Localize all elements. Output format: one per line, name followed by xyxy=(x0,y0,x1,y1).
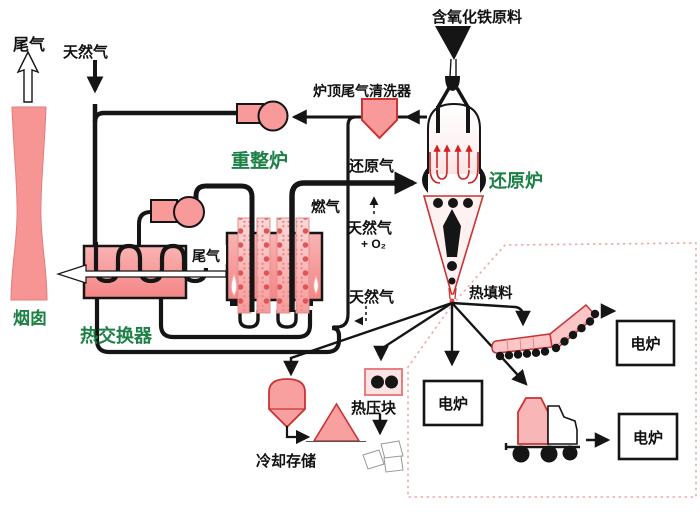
label-electric-furnace-bottom: 电炉 xyxy=(633,429,663,447)
label-natural-gas-top: 天然气 xyxy=(63,43,108,61)
reformer-feed-pipe xyxy=(193,183,255,312)
label-reduction-furnace: 还原炉 xyxy=(488,170,543,191)
discharge-lines xyxy=(283,301,531,386)
hot-charge-conveyor xyxy=(491,303,617,361)
label-hot-charge: 热填料 xyxy=(469,284,513,302)
briquettes xyxy=(362,440,404,473)
recycle-blower xyxy=(236,100,289,132)
hx-tail-gas-arrow xyxy=(56,264,227,284)
reformer-catalyst-tubes xyxy=(237,217,310,314)
label-electric-furnace-center: 电炉 xyxy=(438,395,468,413)
hx-label-backing xyxy=(188,245,226,264)
labels: 尾气 天然气 含氧化铁原料 炉顶尾气清洗器 重整炉 还原气 燃气 天然气 + O… xyxy=(13,8,663,470)
electric-furnace-box-top xyxy=(615,319,676,367)
burner-blower xyxy=(137,196,205,246)
label-ng-o2-gas: 天然气 xyxy=(347,219,392,237)
reduction-furnace xyxy=(422,26,486,304)
reformer xyxy=(193,183,324,314)
reducing-gas-line xyxy=(289,171,418,312)
hot-zone-boundary xyxy=(407,242,697,498)
label-heat-exchanger: 热交换器 xyxy=(80,325,153,346)
heat-exchanger xyxy=(82,242,209,300)
label-iron-oxide-feed: 含氧化铁原料 xyxy=(432,8,522,26)
label-electric-furnace-top: 电炉 xyxy=(630,335,660,353)
label-reducing-gas: 还原气 xyxy=(348,157,394,175)
label-tail-gas-top: 尾气 xyxy=(13,35,45,54)
label-ng-o2-oxygen: + O₂ xyxy=(361,237,386,251)
furnace-inner-cone xyxy=(443,209,461,257)
electric-furnace-box-bottom xyxy=(617,412,679,461)
stack-tail-gas-arrow xyxy=(16,50,40,103)
label-tail-gas-hx: 尾气 xyxy=(192,248,220,264)
gas-pipe-loops xyxy=(94,297,342,355)
label-chimney: 烟囱 xyxy=(13,308,47,328)
electric-furnace-box-center xyxy=(422,379,484,427)
chimney-stack xyxy=(10,50,48,301)
label-cooling-storage: 冷却存储 xyxy=(256,452,316,470)
natural-gas-feed-line xyxy=(86,60,237,247)
label-ng-burner: 天然气 xyxy=(349,288,394,306)
label-fuel-gas: 燃气 xyxy=(311,198,340,216)
label-reformer: 重整炉 xyxy=(231,149,288,172)
furnace-gas-risers xyxy=(429,144,479,184)
hot-briquetter xyxy=(362,368,404,473)
label-hot-briquette: 热压块 xyxy=(351,399,397,417)
label-scrubber: 炉顶尾气清洗器 xyxy=(313,83,412,99)
feed-valve xyxy=(445,76,460,91)
cooling-storage-hopper xyxy=(268,378,311,445)
ng-burner-injection-line xyxy=(354,306,367,326)
feed-funnel xyxy=(435,26,471,60)
hot-transport-truck xyxy=(504,397,611,463)
top-gas-scrubber xyxy=(361,98,398,140)
stockpile-triangle xyxy=(306,402,366,442)
